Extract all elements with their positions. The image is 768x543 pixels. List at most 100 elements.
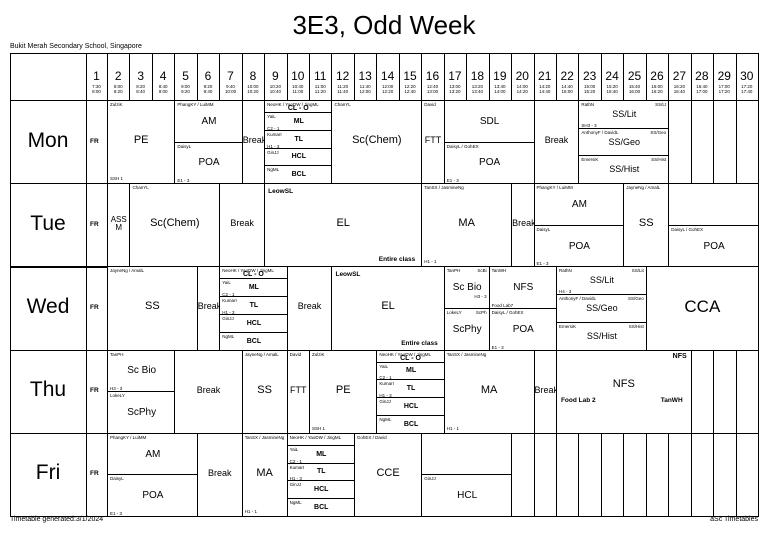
period-time: 16:40 bbox=[696, 84, 708, 89]
period-number: 13 bbox=[358, 69, 372, 83]
period-number: 25 bbox=[627, 69, 642, 83]
period-number: 9 bbox=[272, 69, 279, 83]
period-time-end: 14:40 bbox=[539, 89, 551, 94]
cell-subject: NFS bbox=[513, 282, 534, 294]
cell-subject: HCL bbox=[291, 153, 306, 161]
period-time-end: 16:20 bbox=[651, 89, 663, 94]
cell-border bbox=[264, 183, 266, 267]
cell-subject: HCL bbox=[246, 319, 262, 327]
cell-border bbox=[196, 266, 198, 350]
cell-teacher: NgML bbox=[267, 167, 280, 173]
period-time-end: 16:00 bbox=[628, 89, 641, 94]
cell-subject-code: SS/Geo bbox=[650, 129, 667, 135]
cell-room: Food Lab7 bbox=[491, 302, 514, 308]
lesson-subcell bbox=[669, 184, 758, 226]
cell-teacher: LokeLY bbox=[110, 393, 125, 399]
day-label: Wed bbox=[26, 295, 70, 318]
cell-room: H1 - 3 bbox=[379, 393, 392, 399]
software-credit: aSc Timetables bbox=[710, 516, 758, 523]
period-time: 11:40 bbox=[359, 84, 371, 89]
period-time-end: 14:20 bbox=[516, 89, 528, 94]
lesson-subcell: SDL bbox=[445, 101, 534, 143]
period-number: 11 bbox=[314, 69, 327, 83]
sub-row-line bbox=[376, 397, 444, 398]
cell-subject: CL - O bbox=[400, 354, 421, 362]
period-time-end: 13:40 bbox=[471, 89, 484, 94]
form-room-label: FR bbox=[90, 470, 99, 478]
period-time-end: 12:00 bbox=[359, 89, 371, 94]
sub-row-line bbox=[376, 415, 444, 416]
sub-row-line bbox=[107, 391, 175, 392]
cell-teacher: NeoHK / YaoDW / JingML bbox=[289, 434, 342, 440]
lesson-cell: ASS M bbox=[108, 184, 130, 267]
cell-teacher: DaisyL bbox=[110, 476, 124, 482]
frame-bottom bbox=[10, 516, 758, 518]
day-label: Tue bbox=[30, 211, 66, 235]
period-time: 9:20 bbox=[203, 84, 213, 89]
cell-subject: Sc(Chem) bbox=[352, 134, 402, 147]
cell-room: H1 - 1 bbox=[244, 508, 257, 514]
cell-subject: Break bbox=[230, 218, 254, 229]
sub-row-line bbox=[286, 498, 354, 499]
day-row-line bbox=[10, 349, 758, 351]
sub-row-line bbox=[219, 331, 287, 333]
sub-row-line bbox=[264, 129, 332, 131]
cell-subject: CL - O bbox=[242, 271, 264, 279]
cell-border bbox=[219, 266, 221, 350]
cell-room: C2 - 1 bbox=[222, 292, 235, 298]
period-time: 16:20 bbox=[673, 84, 686, 89]
period-number: 10 bbox=[291, 69, 305, 83]
cell-teacher: AnthonyF / DavidL bbox=[558, 296, 596, 302]
sub-row-line bbox=[219, 278, 287, 280]
cell-subject: MA bbox=[458, 217, 475, 230]
cell-subject: POA bbox=[198, 157, 220, 169]
cell-subject: BCL bbox=[314, 504, 329, 512]
cell-note: Entire class bbox=[401, 339, 438, 347]
cell-subject: SS/Geo bbox=[608, 136, 641, 147]
period-time-end: 11:40 bbox=[337, 89, 349, 94]
sub-row-line bbox=[174, 141, 242, 143]
cell-teacher: David bbox=[424, 102, 436, 107]
period-time: 11:20 bbox=[337, 84, 349, 89]
cell-teacher: PhangKY / LuiMM bbox=[177, 102, 214, 107]
cell-teacher: TanPH bbox=[446, 268, 461, 274]
cell-subject: POA bbox=[142, 490, 164, 502]
cell-teacher: JayneNg / AmalL bbox=[244, 351, 279, 357]
form-room-label: FR bbox=[90, 304, 99, 311]
cell-teacher: NeoHK / YaoDW / JingML bbox=[222, 268, 274, 274]
period-number: 7 bbox=[227, 69, 234, 83]
period-number: 12 bbox=[336, 69, 350, 83]
sub-row-line bbox=[555, 321, 646, 323]
cell-room: H1 - 1 bbox=[446, 425, 459, 431]
cell-subject: PE bbox=[133, 134, 149, 147]
sub-row-line bbox=[264, 112, 332, 113]
cell-border bbox=[376, 349, 378, 433]
form-room-label: FR bbox=[90, 137, 99, 145]
cell-subject: CCA bbox=[684, 297, 721, 317]
cell-subject: BCL bbox=[403, 420, 419, 428]
lesson-cell: CCA bbox=[646, 267, 758, 350]
cell-subject-code: ScPh bbox=[475, 309, 487, 315]
cell-teacher: DaisyL bbox=[177, 143, 192, 149]
cell-room: SSH 1 bbox=[110, 176, 124, 182]
period-time: 8:20 bbox=[136, 84, 146, 89]
cell-teacher: ChanYL bbox=[132, 185, 149, 191]
cell-subject: MA bbox=[256, 466, 273, 479]
